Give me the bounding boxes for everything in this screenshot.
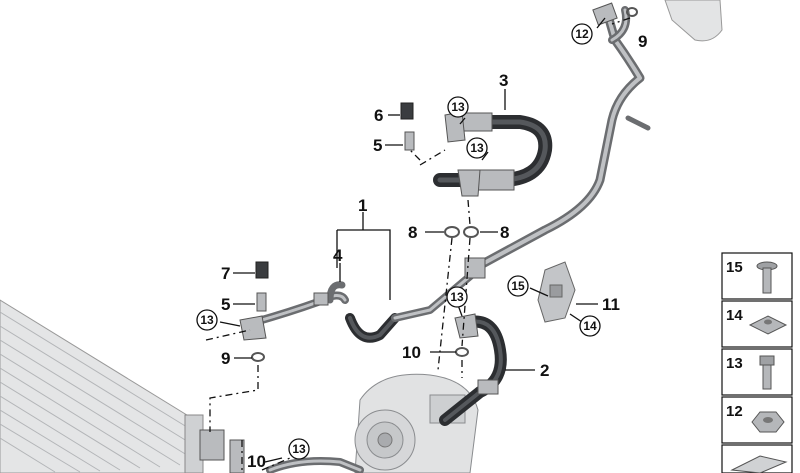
- legend-item-tape: [721, 444, 793, 473]
- callout-13-c: 13: [450, 290, 464, 304]
- o-ring-9-top: [626, 7, 638, 17]
- o-ring-10-center: [455, 347, 469, 357]
- ac-compressor: [354, 373, 479, 473]
- callout-1: 1: [358, 196, 367, 215]
- legend-item-13: 13: [721, 348, 793, 396]
- callout-14: 14: [583, 319, 597, 333]
- valve-core-5-upper: [404, 131, 415, 151]
- tape-icon: [730, 455, 788, 473]
- callout-7: 7: [221, 264, 230, 283]
- o-ring-8-left: [444, 226, 460, 238]
- callout-2: 2: [540, 361, 549, 380]
- legend-number-12: 12: [726, 403, 743, 420]
- legend-item-12: 12: [721, 396, 793, 444]
- callout-10-center: 10: [402, 343, 421, 362]
- callout-3: 3: [499, 71, 508, 90]
- hose-3: [433, 111, 553, 197]
- legend-item-14: 14: [721, 300, 793, 348]
- connector-left: [239, 315, 267, 341]
- callout-9-left: 9: [221, 349, 230, 368]
- callout-5-lower: 5: [221, 295, 230, 314]
- hex-bolt-icon: [759, 355, 775, 390]
- callout-8-right: 8: [500, 223, 509, 242]
- callout-11: 11: [602, 295, 620, 314]
- pressure-line: [251, 257, 486, 343]
- hose-2: [439, 313, 507, 426]
- callout-13-circle-e: 13: [288, 438, 310, 460]
- callout-4: 4: [333, 246, 343, 265]
- legend-number-13: 13: [726, 355, 743, 372]
- hex-nut-icon: [751, 411, 785, 433]
- callout-13-circle-d: 13: [196, 309, 218, 331]
- bottom-line: [266, 457, 364, 473]
- callout-5-upper: 5: [373, 136, 382, 155]
- callout-10-bottom: 10: [247, 452, 266, 471]
- o-ring-9-left: [251, 352, 265, 362]
- square-nut-icon: [748, 315, 788, 335]
- callout-13-circle-c: 13: [446, 286, 468, 308]
- legend-item-15: 15: [721, 252, 793, 300]
- bolt-icon: [756, 261, 778, 294]
- fastener-legend: 15 14 13 12: [721, 252, 793, 473]
- condenser: [0, 299, 225, 473]
- callout-8-left: 8: [408, 223, 417, 242]
- evaporator-flange: [664, 0, 723, 42]
- service-cap-6: [400, 102, 414, 120]
- legend-number-15: 15: [726, 259, 743, 276]
- callout-13-d: 13: [200, 313, 214, 327]
- suction-pipe: [470, 2, 651, 273]
- callout-14-circle: 14: [579, 315, 601, 337]
- callout-13-b: 13: [470, 141, 484, 155]
- callout-15-circle: 15: [507, 275, 529, 297]
- callout-13-circle-a: 13: [447, 96, 469, 118]
- callout-6: 6: [374, 106, 383, 125]
- callout-13-e: 13: [292, 442, 306, 456]
- callout-13-circle-b: 13: [466, 137, 488, 159]
- bracket-11: [537, 261, 576, 323]
- connector-bottom-left: [229, 439, 245, 473]
- o-ring-8-right: [463, 226, 479, 238]
- callout-9-top: 9: [638, 32, 647, 51]
- legend-number-14: 14: [726, 307, 743, 324]
- callout-13-a: 13: [451, 100, 465, 114]
- callout-12: 12: [575, 27, 589, 41]
- valve-core-5-lower: [256, 292, 267, 312]
- service-cap-7: [255, 261, 269, 279]
- callout-15: 15: [511, 279, 525, 293]
- callout-12-circle: 12: [571, 23, 593, 45]
